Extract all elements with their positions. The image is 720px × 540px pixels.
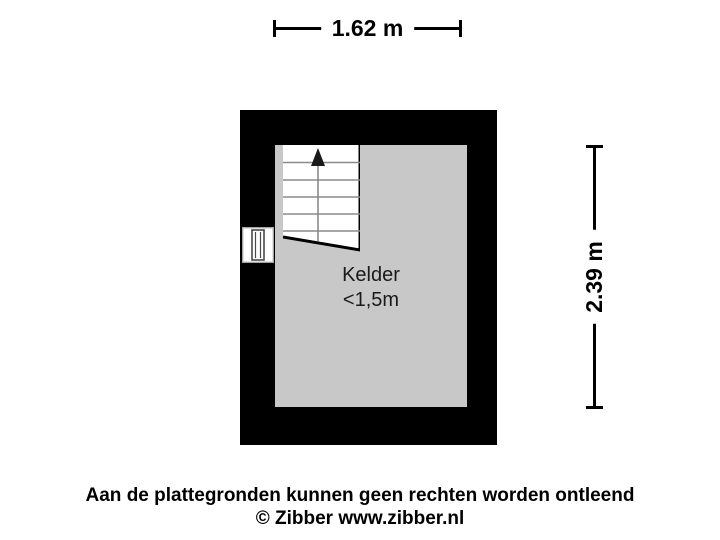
up-arrow-icon [311,148,325,241]
window-symbol-icon [242,227,274,263]
dimension-right-label: 2.39 m [578,230,610,324]
dimension-cap-bottom-icon [586,406,603,409]
room-height-note: <1,5m [342,289,400,311]
staircase [283,145,360,252]
room-label: Kelder <1,5m [275,263,467,313]
dimension-top-label: 1.62 m [320,12,415,44]
dimension-top: 1.62 m [273,12,462,44]
dimension-cap-top-icon [586,145,603,148]
dimension-cap-right-icon [459,20,462,37]
footer-disclaimer: Aan de plattegronden kunnen geen rechten… [0,484,720,530]
footer-line-1: Aan de plattegronden kunnen geen rechten… [85,485,635,506]
dimension-cap-left-icon [273,20,276,37]
footer-line-2: © Zibber www.zibber.nl [255,508,465,529]
room-name: Kelder [342,264,400,286]
building-walls [240,110,497,445]
dimension-right: 2.39 m [578,145,610,409]
